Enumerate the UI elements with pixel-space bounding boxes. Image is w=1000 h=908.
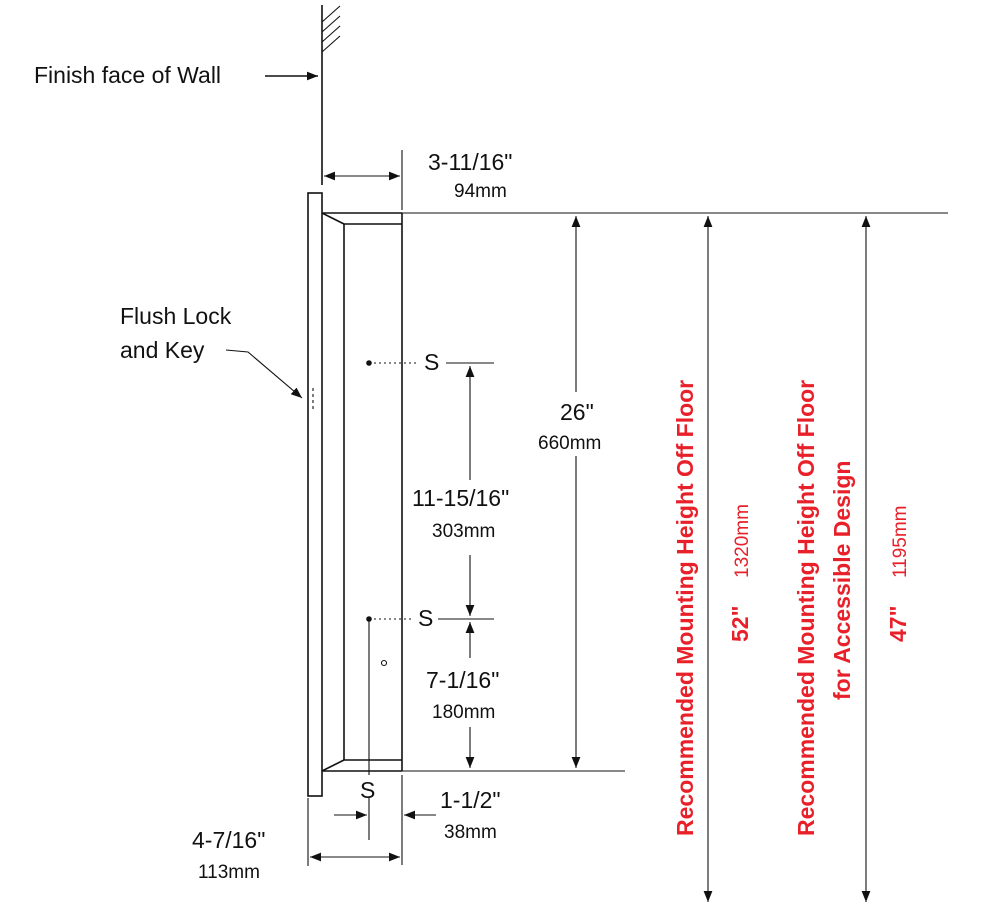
door-panel (307, 192, 323, 797)
mounting-accessible-label-1: Recommended Mounting Height Off Floor (793, 380, 819, 836)
upper-screw: S (366, 349, 494, 375)
mounting-standard-inches: 52" (727, 606, 753, 643)
finish-wall-label: Finish face of Wall (34, 62, 221, 88)
mounting-standard-label: Recommended Mounting Height Off Floor (672, 380, 698, 836)
depth-mm: 94mm (454, 181, 507, 202)
wall-hatch (321, 5, 341, 53)
lower-inches: 7-1/16" (426, 667, 499, 693)
lower-mm: 180mm (432, 702, 495, 723)
height-dimension: 26" 660mm (530, 216, 622, 768)
overall-depth-inches: 4-7/16" (192, 827, 265, 853)
cabinet (307, 192, 403, 797)
depth-inches: 3-11/16" (428, 149, 512, 175)
height-mm: 660mm (538, 433, 601, 454)
screw-marker-lower: S (418, 605, 433, 631)
depth-dimension: 3-11/16" 94mm (324, 149, 512, 210)
mounting-height-accessible: Recommended Mounting Height Off Floor fo… (793, 216, 911, 902)
mounting-accessible-label-2: for Accessible Design (829, 461, 855, 700)
flush-lock-label-2: and Key (120, 337, 205, 363)
screw-spacing-mm: 303mm (432, 521, 495, 542)
lower-dimension: 7-1/16" 180mm (426, 622, 499, 768)
screw-marker-upper: S (424, 349, 439, 375)
bottom-offset-inches: 1-1/2" (440, 787, 501, 813)
bottom-offset-dimension: S 1-1/2" 38mm (334, 775, 501, 865)
screw-spacing-inches: 11-15/16" (412, 485, 509, 511)
overall-depth-dimension: 4-7/16" 113mm (192, 798, 400, 883)
mounting-height-standard: Recommended Mounting Height Off Floor 52… (672, 216, 753, 902)
mounting-accessible-inches: 47" (885, 606, 911, 643)
screw-spacing-dimension: 11-15/16" 303mm (412, 366, 509, 616)
bottom-offset-mm: 38mm (444, 822, 497, 843)
finish-wall-callout: Finish face of Wall (34, 62, 318, 88)
overall-depth-mm: 113mm (198, 862, 260, 883)
height-inches: 26" (560, 399, 594, 425)
mounting-accessible-mm: 1195mm (890, 505, 911, 578)
flush-lock-label: Flush Lock (120, 303, 232, 329)
screw-marker-bottom: S (360, 777, 375, 803)
wall (321, 5, 341, 185)
hole-icon (380, 659, 388, 667)
flush-lock-callout: Flush Lock and Key (120, 303, 303, 399)
mounting-standard-mm: 1320mm (732, 504, 753, 578)
lower-screw: S (366, 605, 494, 840)
